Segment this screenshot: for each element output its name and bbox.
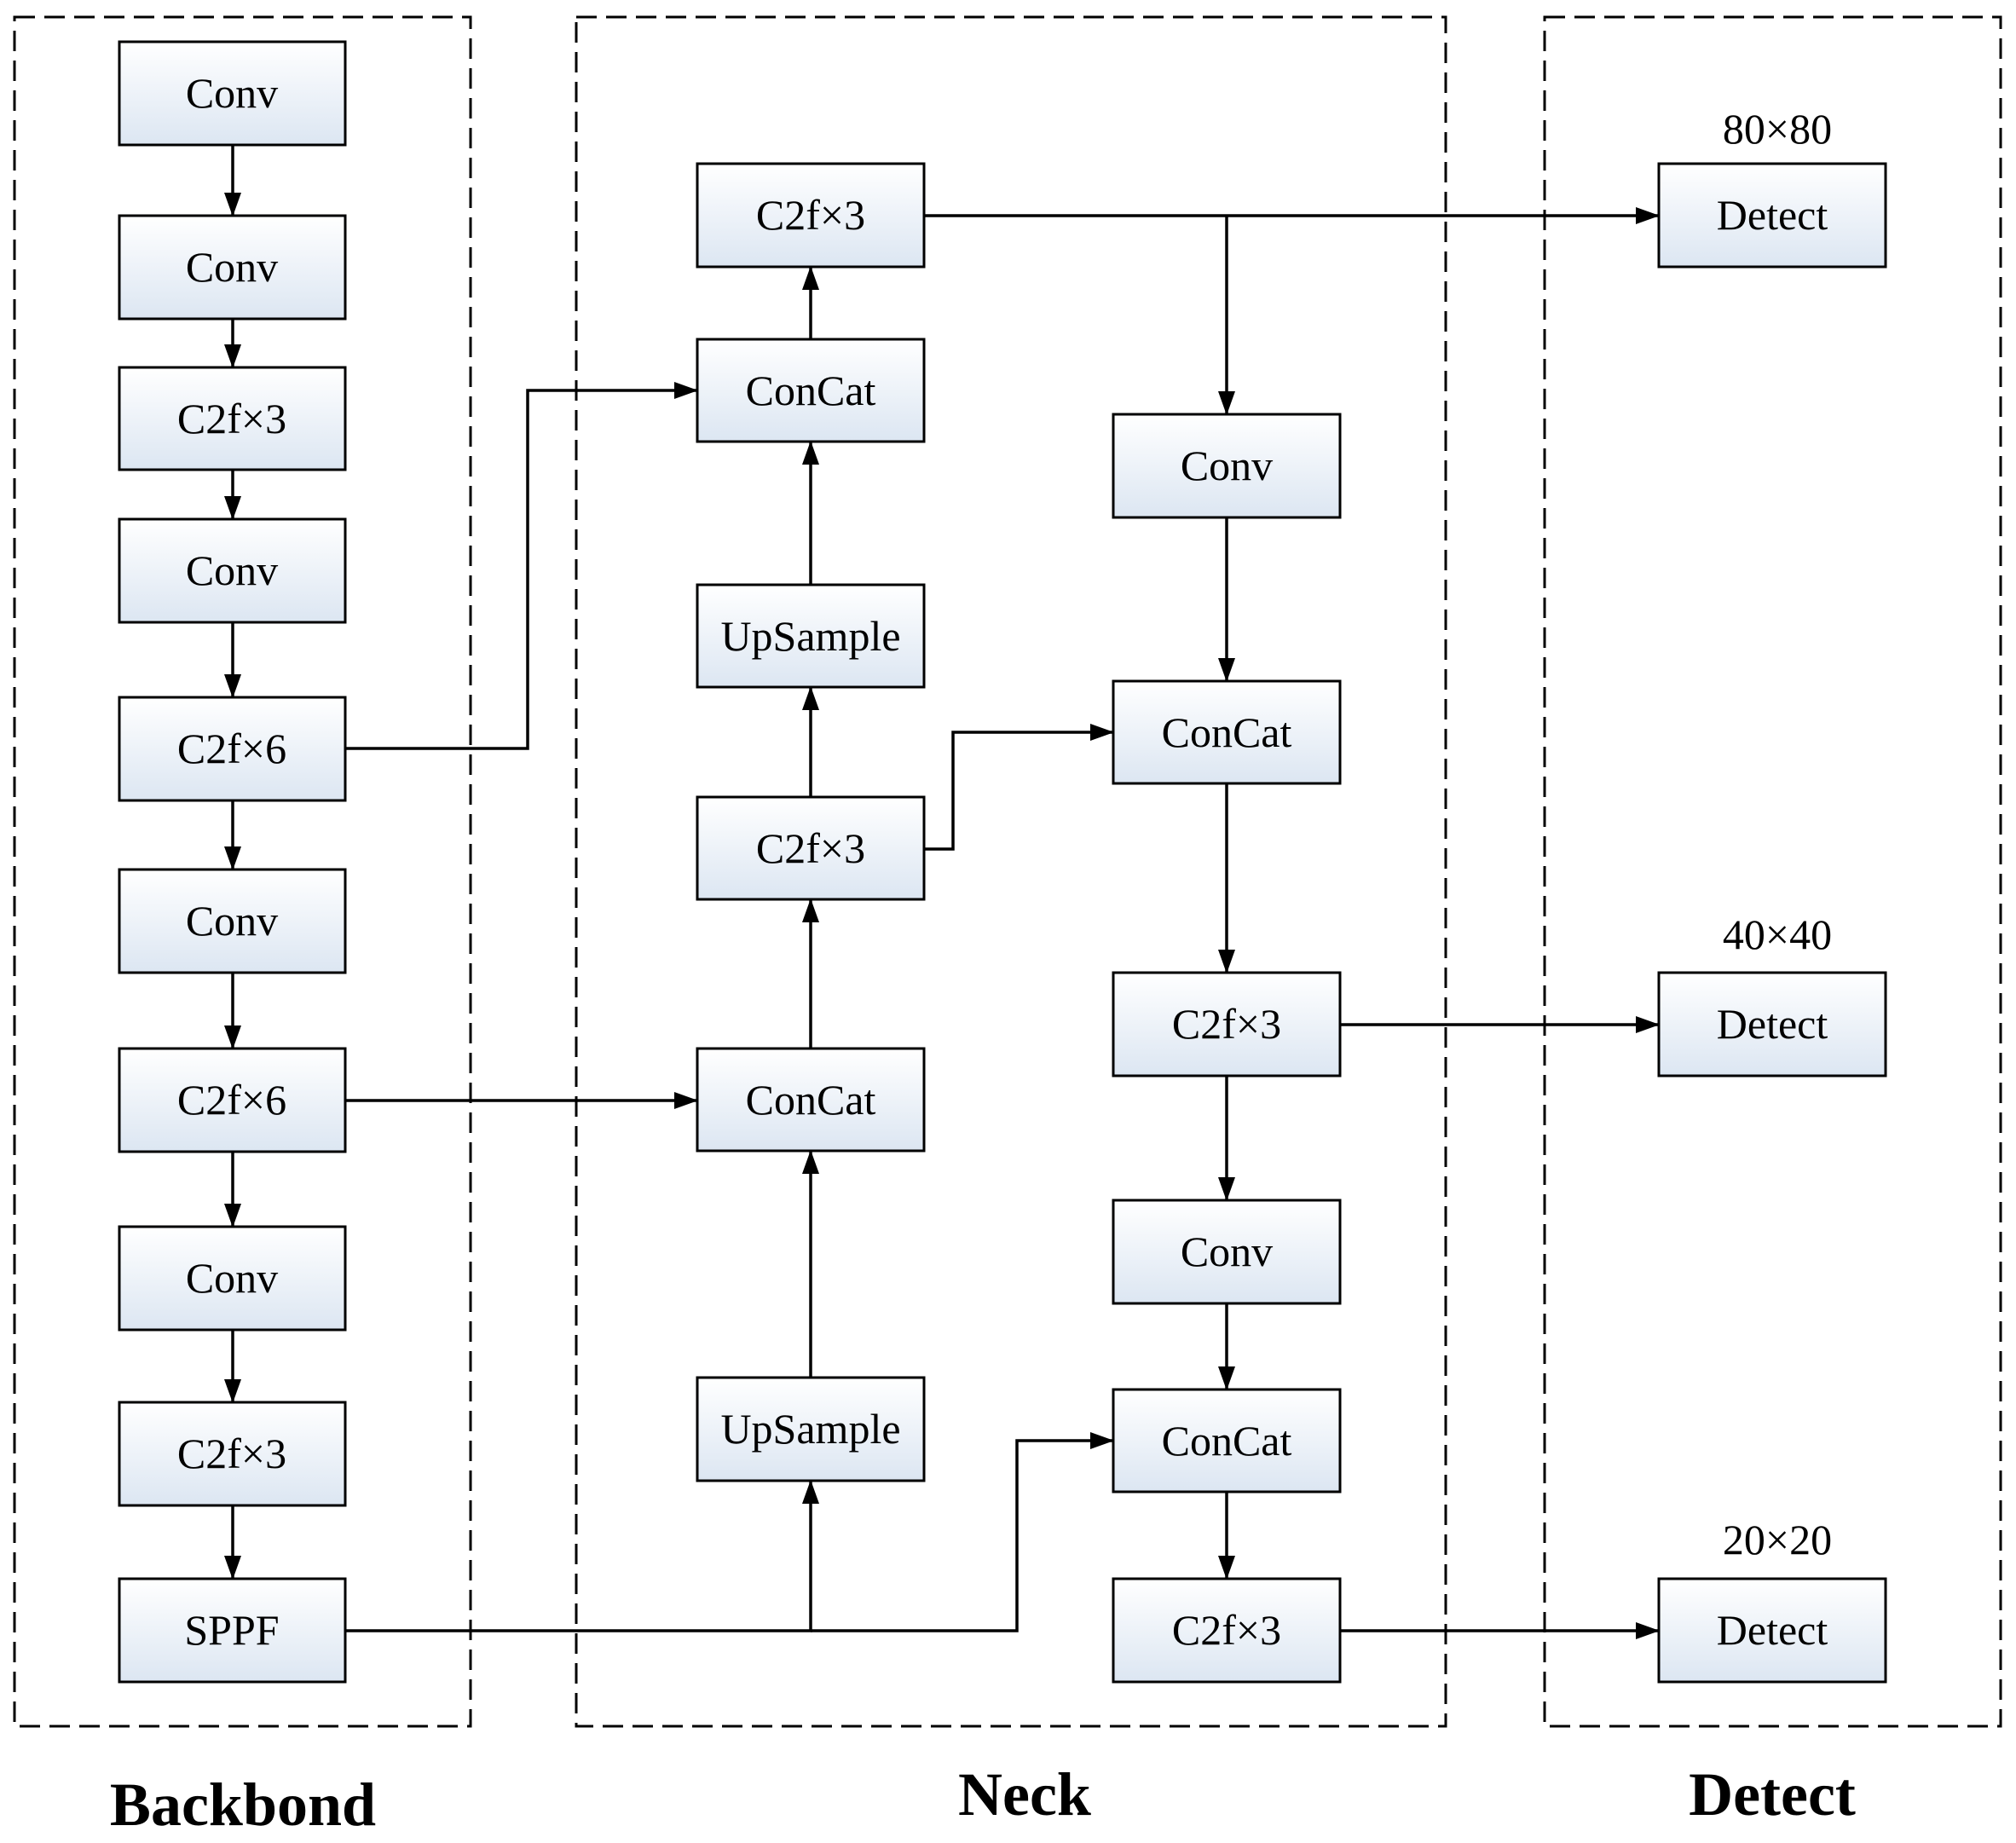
detect-scale-40: 40×40 <box>1723 910 1832 958</box>
neck-c2f-a: C2f×3 <box>696 162 926 269</box>
edge-c2f2-concat2 <box>345 382 698 750</box>
edge-sppf-concat4 <box>811 1432 1114 1632</box>
detect-head-3: Detect <box>1657 1577 1887 1684</box>
backbone-column: Conv Conv C2f×3 Conv C2f×6 Conv C2f×6 C <box>118 40 347 1684</box>
backbone-c2f-1: C2f×3 <box>118 366 347 471</box>
svg-text:Conv: Conv <box>186 1254 278 1302</box>
detect-column: 80×80 Detect 40×40 Detect 20×20 Detect <box>1657 105 1887 1684</box>
neck-conv-b: Conv <box>1112 1199 1342 1305</box>
svg-text:C2f×6: C2f×6 <box>177 725 286 772</box>
backbone-panel <box>13 15 472 1728</box>
section-title-backbone: Backbond <box>110 1771 376 1839</box>
svg-text:ConCat: ConCat <box>746 1076 876 1124</box>
detect-scale-80: 80×80 <box>1723 105 1832 153</box>
neck-down-column: Conv ConCat C2f×3 Conv ConCat C2f×3 <box>1112 413 1342 1684</box>
neck-c2f-b: C2f×3 <box>696 795 926 901</box>
svg-text:Detect: Detect <box>1717 1606 1828 1654</box>
svg-text:C2f×3: C2f×3 <box>177 395 286 442</box>
neck-up-column: C2f×3 ConCat UpSample C2f×3 ConCat UpSam… <box>696 162 926 1482</box>
svg-text:SPPF: SPPF <box>184 1606 279 1654</box>
connections <box>224 145 1660 1639</box>
backbone-c2f-3: C2f×6 <box>118 1047 347 1153</box>
backbone-c2f-2: C2f×6 <box>118 696 347 802</box>
neck-conv-a: Conv <box>1112 413 1342 519</box>
backbone-conv-5: Conv <box>118 1225 347 1332</box>
detect-scale-20: 20×20 <box>1723 1516 1832 1563</box>
neck-upsample-2: UpSample <box>696 1376 926 1482</box>
edge-c2fb-concat3 <box>924 724 1114 851</box>
svg-text:Detect: Detect <box>1717 191 1828 239</box>
neck-concat-4: ConCat <box>1112 1388 1342 1493</box>
backbone-c2f-4: C2f×3 <box>118 1401 347 1507</box>
neck-upsample-1: UpSample <box>696 583 926 689</box>
svg-text:C2f×3: C2f×3 <box>1172 1000 1281 1048</box>
edge-sppf-upsample <box>345 1480 819 1632</box>
svg-text:C2f×3: C2f×3 <box>177 1430 286 1477</box>
neck-panel <box>575 15 1447 1728</box>
svg-text:ConCat: ConCat <box>1162 708 1292 756</box>
detect-head-1: Detect <box>1657 162 1887 269</box>
section-title-neck: Neck <box>958 1760 1091 1829</box>
svg-text:UpSample: UpSample <box>720 1405 900 1453</box>
section-title-detect: Detect <box>1689 1760 1856 1829</box>
svg-text:Conv: Conv <box>186 69 278 117</box>
neck-c2f-c: C2f×3 <box>1112 971 1342 1077</box>
backbone-conv-4: Conv <box>118 868 347 974</box>
svg-text:UpSample: UpSample <box>720 612 900 660</box>
svg-text:C2f×3: C2f×3 <box>1172 1606 1281 1654</box>
neck-concat-1: ConCat <box>696 1047 926 1153</box>
backbone-conv-3: Conv <box>118 517 347 624</box>
svg-text:Detect: Detect <box>1717 1000 1828 1048</box>
detect-head-2: Detect <box>1657 971 1887 1077</box>
backbone-sppf: SPPF <box>118 1577 347 1684</box>
svg-text:C2f×3: C2f×3 <box>756 191 865 239</box>
backbone-conv-2: Conv <box>118 214 347 321</box>
neck-concat-3: ConCat <box>1112 679 1342 785</box>
svg-text:Conv: Conv <box>1181 442 1273 489</box>
backbone-conv-1: Conv <box>118 40 347 147</box>
neck-concat-2: ConCat <box>696 338 926 443</box>
svg-text:ConCat: ConCat <box>1162 1417 1292 1465</box>
neck-c2f-d: C2f×3 <box>1112 1577 1342 1684</box>
svg-text:Conv: Conv <box>186 243 278 291</box>
svg-text:C2f×6: C2f×6 <box>177 1076 286 1124</box>
svg-text:C2f×3: C2f×3 <box>756 824 865 872</box>
svg-text:Conv: Conv <box>186 897 278 945</box>
svg-text:ConCat: ConCat <box>746 367 876 414</box>
detect-panel <box>1543 15 2002 1728</box>
svg-text:Conv: Conv <box>186 546 278 594</box>
svg-text:Conv: Conv <box>1181 1228 1273 1275</box>
